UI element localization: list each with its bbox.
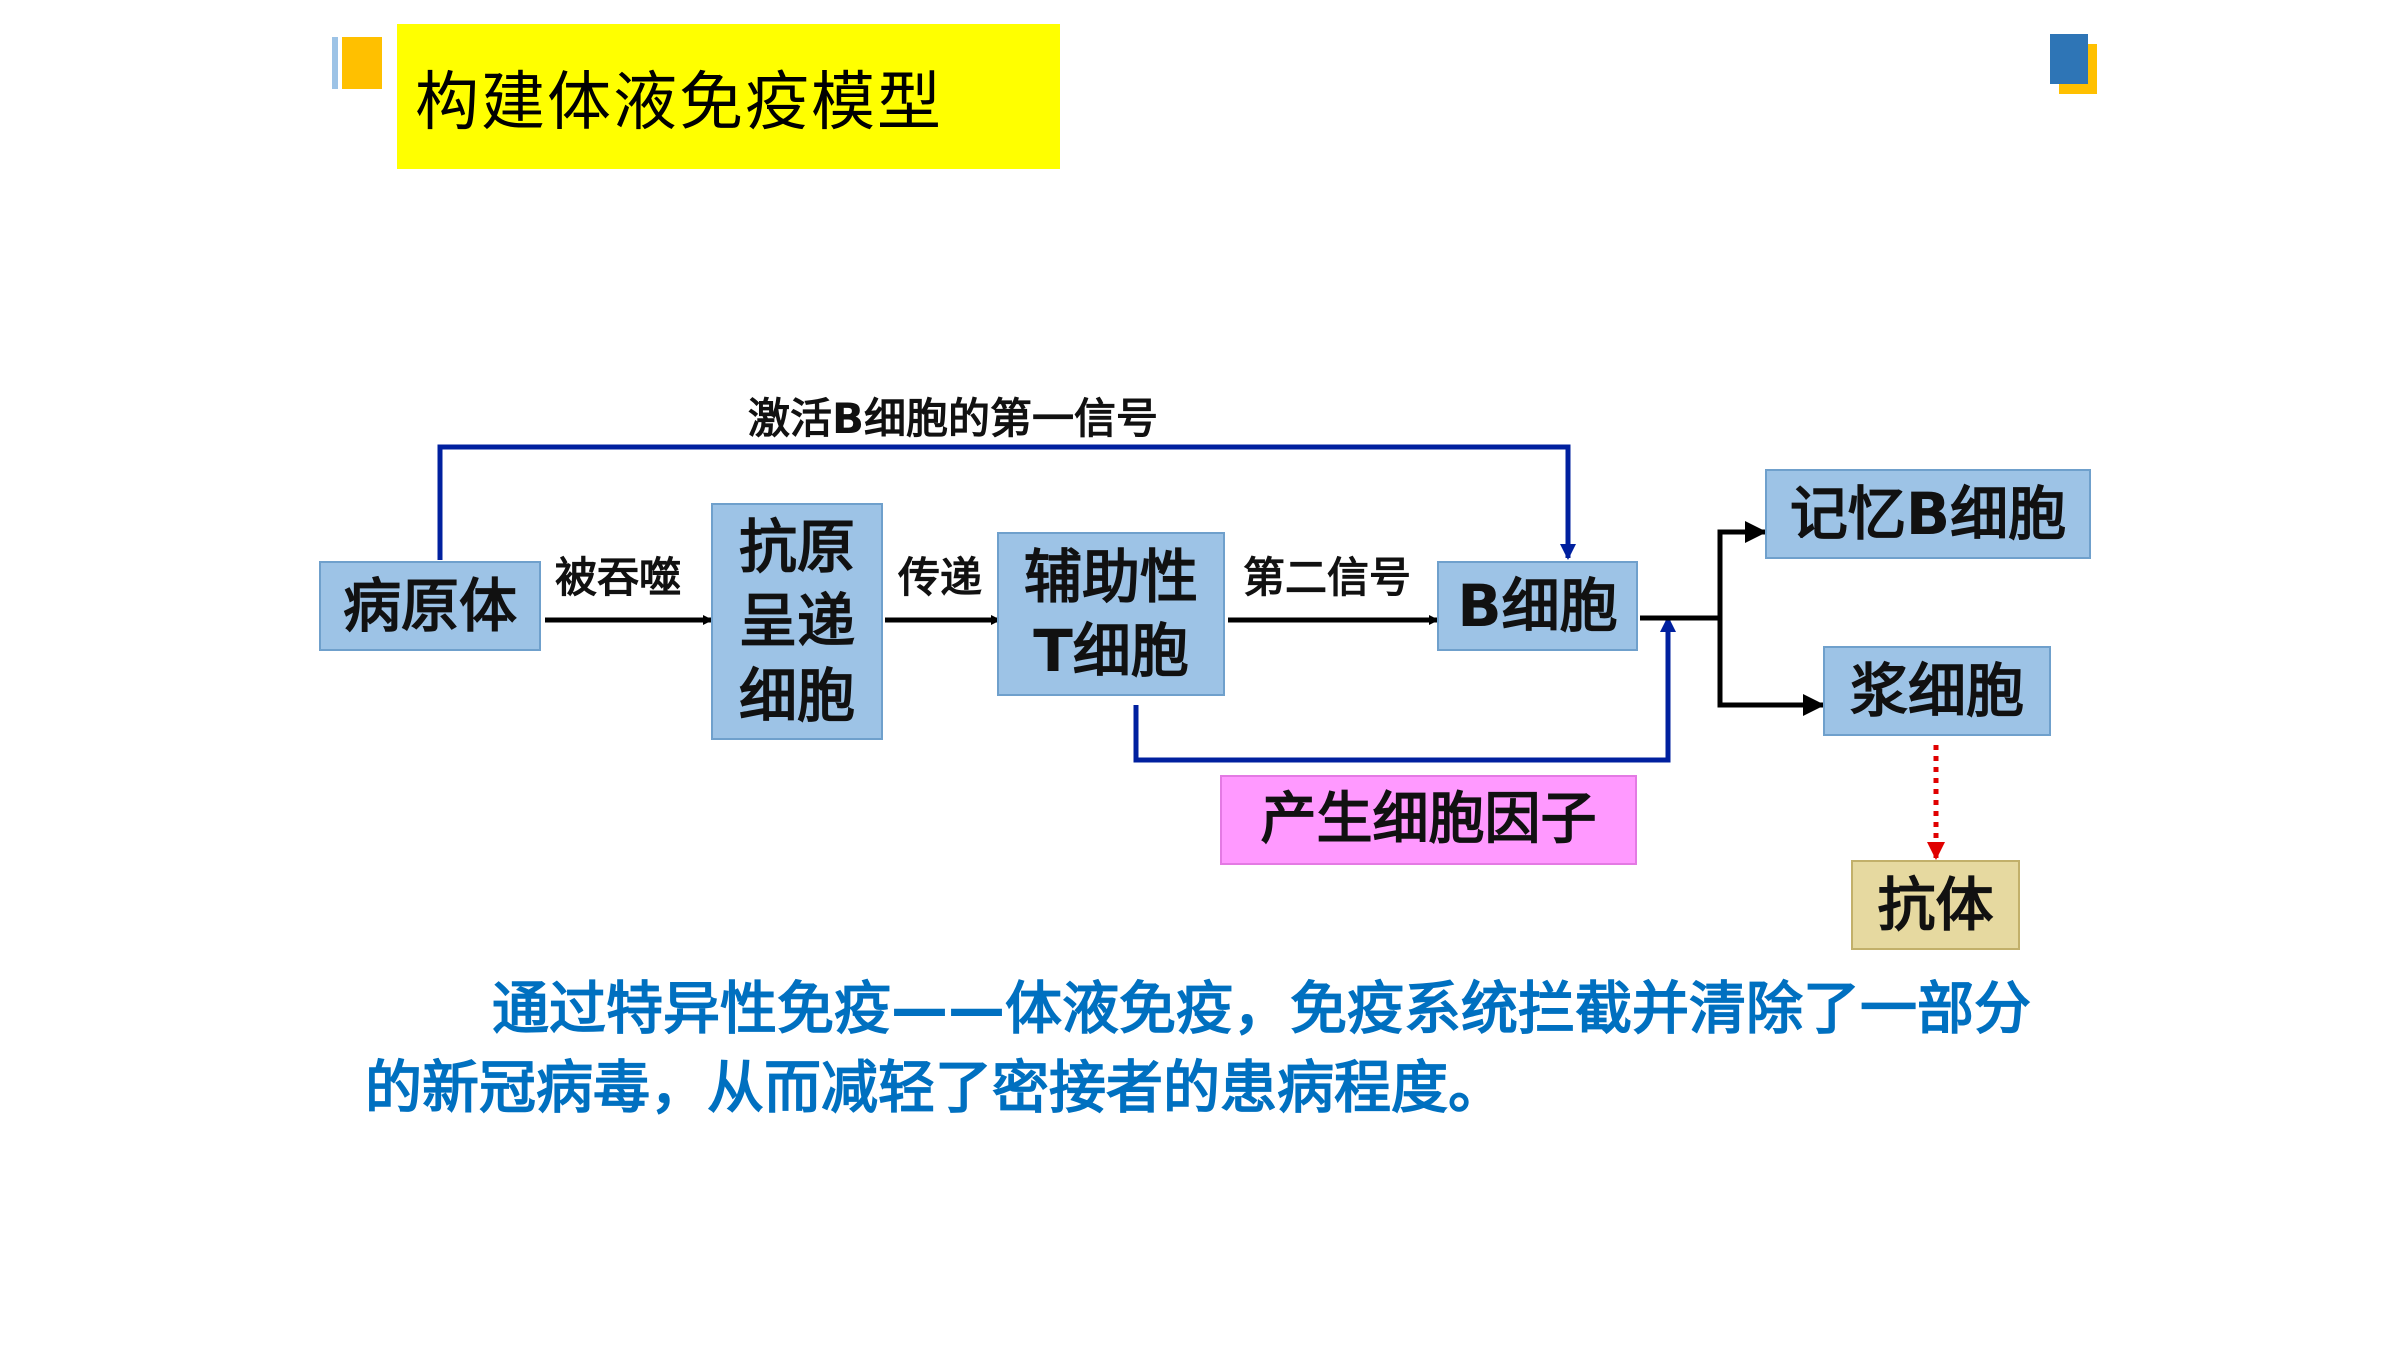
node-antigen-presenting-cell: 抗原 呈递 细胞	[711, 503, 883, 740]
title-accent-square	[342, 37, 382, 89]
title-accent-bar	[332, 37, 338, 89]
node-antibody: 抗体	[1851, 860, 2020, 950]
label-phagocytosed: 被吞噬	[555, 553, 682, 602]
node-b-cell: B细胞	[1437, 561, 1638, 651]
label-transmit: 传递	[898, 553, 983, 602]
arrow-first-signal	[437, 444, 1576, 560]
node-plasma-cell: 浆细胞	[1823, 646, 2051, 736]
label-second-signal: 第二信号	[1243, 553, 1412, 602]
node-helper-t-cell: 辅助性 T细胞	[997, 532, 1225, 696]
node-memory-b-cell: 记忆B细胞	[1765, 469, 2091, 559]
node-cytokine: 产生细胞因子	[1220, 775, 1637, 865]
arrow-to-memory-b	[1717, 521, 1767, 705]
node-pathogen: 病原体	[319, 561, 541, 651]
conclusion-text: 通过特异性免疫——体液免疫，免疫系统拦截并清除了一部分的新冠病毒，从而减轻了密接…	[365, 976, 2031, 1121]
arrow-to-plasma	[1717, 530, 1825, 716]
label-first-signal: 激活B细胞的第一信号	[748, 394, 1159, 443]
slide-title: 构建体液免疫模型	[397, 24, 1060, 169]
arrow-cytokine	[1133, 616, 1676, 763]
corner-accent-blue	[2050, 34, 2088, 84]
